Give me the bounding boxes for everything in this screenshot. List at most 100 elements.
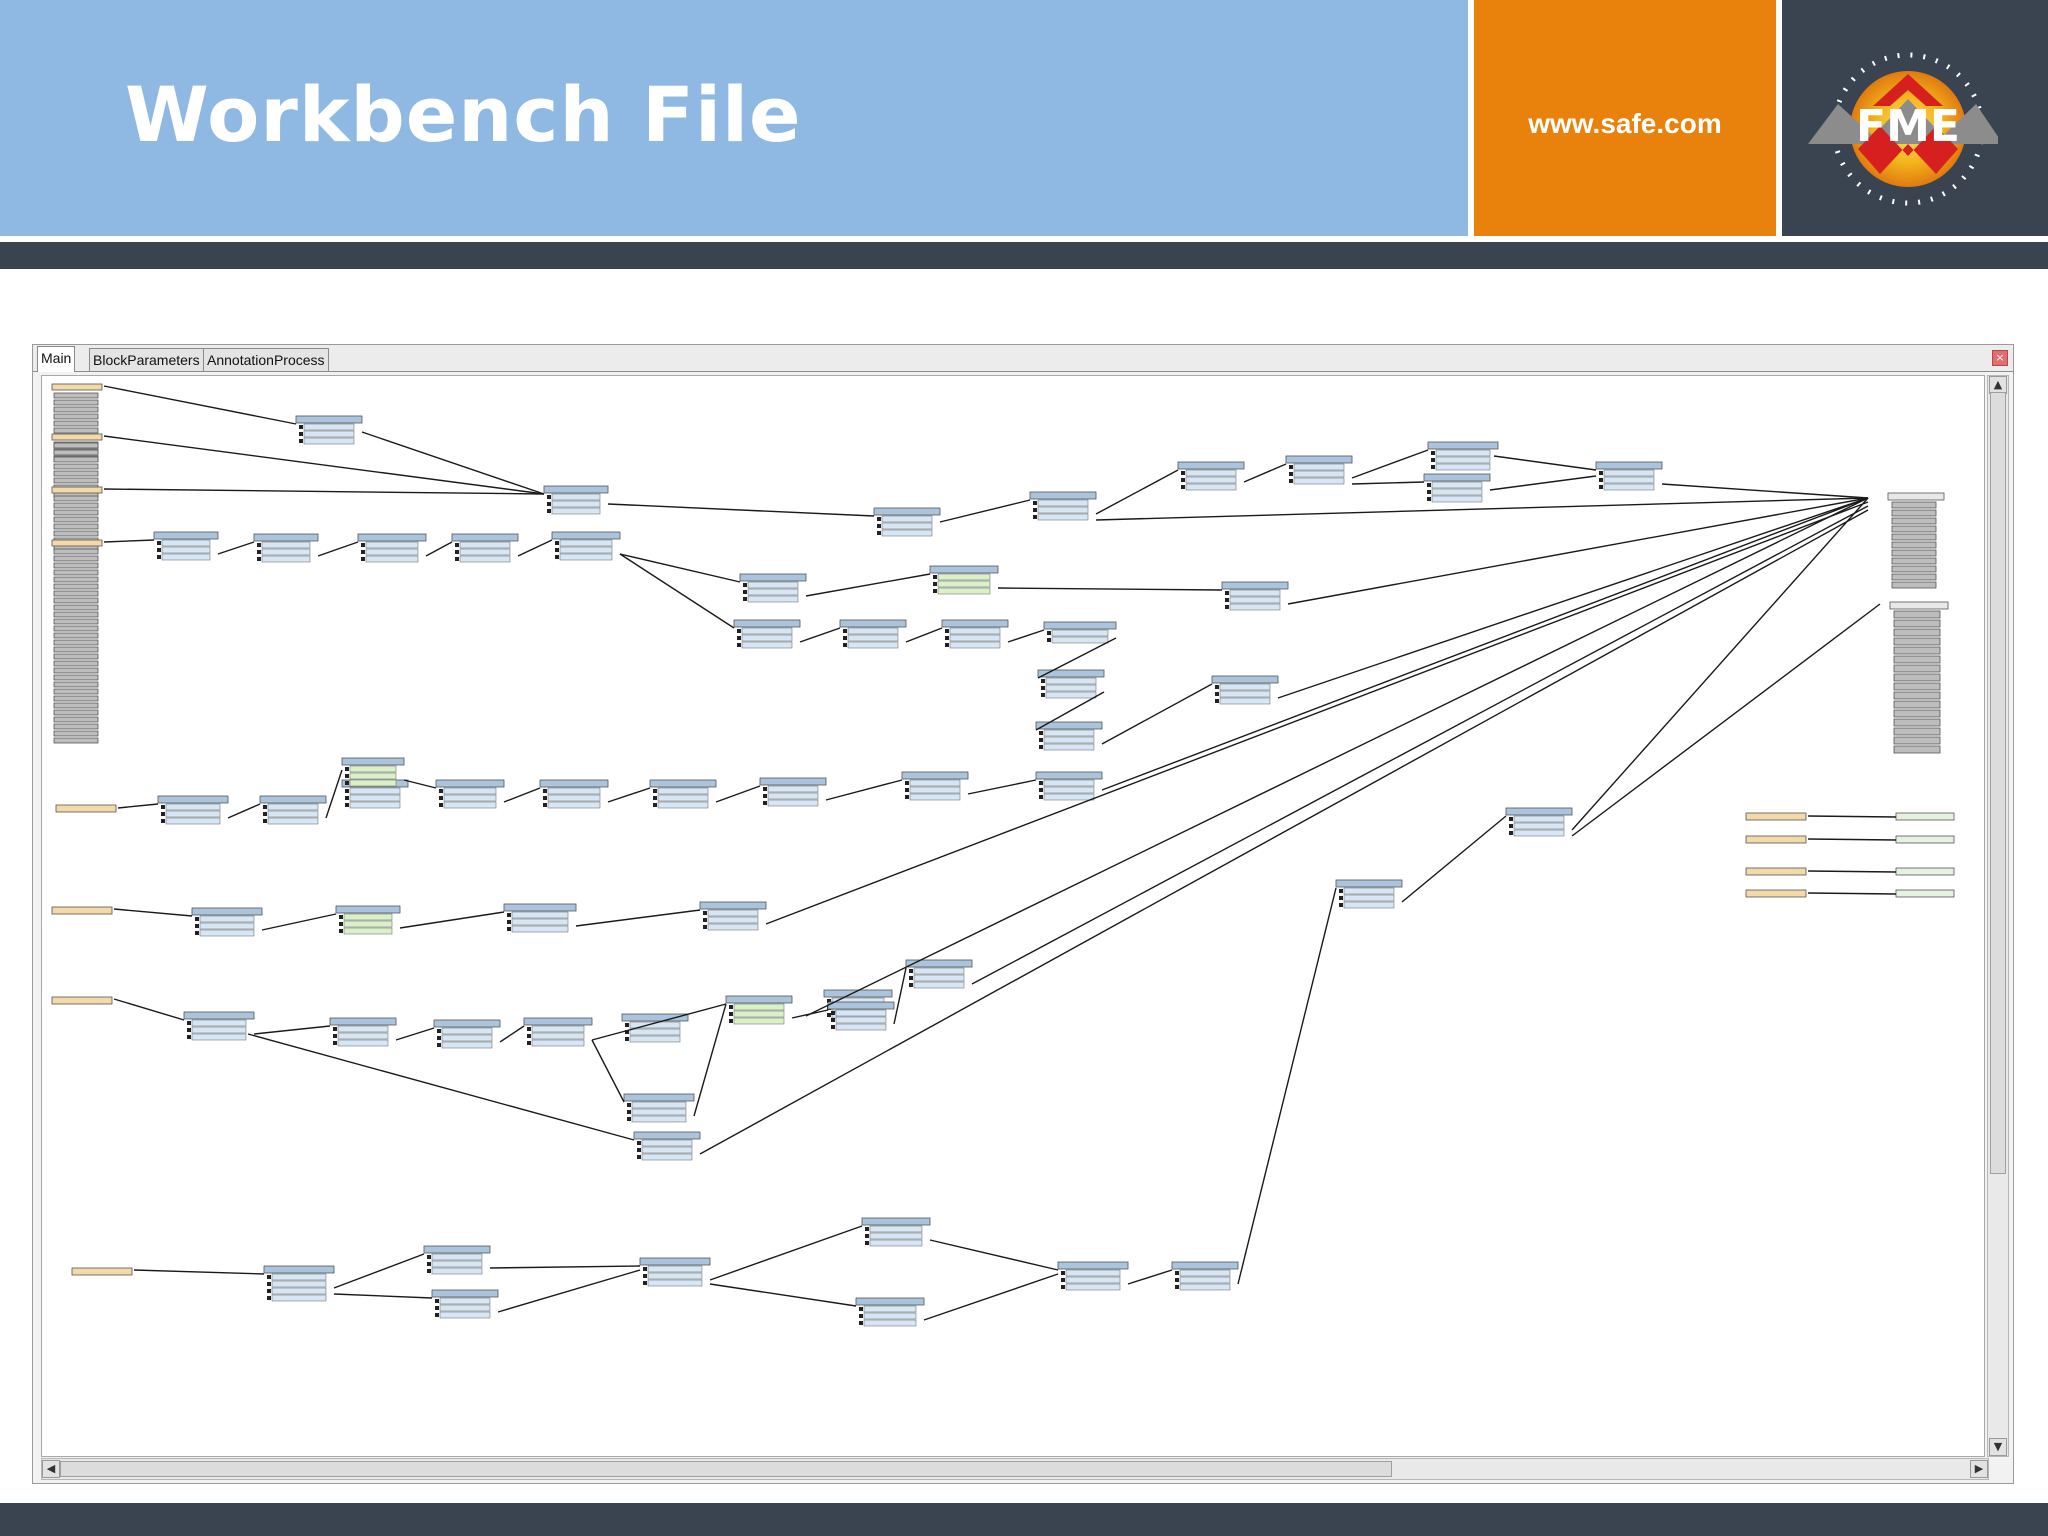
transformer-node[interactable] — [1211, 675, 1279, 705]
reader-attribute[interactable] — [53, 646, 99, 653]
reader-attribute[interactable] — [53, 653, 99, 660]
transformer-node[interactable] — [157, 795, 229, 825]
horizontal-scrollbar[interactable]: ◀ ▶ — [41, 1458, 1989, 1480]
reader-attribute[interactable] — [53, 611, 99, 618]
transformer-node[interactable] — [725, 995, 793, 1025]
transformer-node[interactable] — [639, 1257, 711, 1287]
scroll-down-icon[interactable]: ▼ — [1989, 1438, 2007, 1456]
reader-attribute[interactable] — [53, 413, 99, 420]
reader-attribute[interactable] — [53, 449, 99, 456]
transformer-node[interactable] — [1427, 441, 1499, 471]
reader-attribute[interactable] — [53, 516, 99, 523]
reader-attribute[interactable] — [53, 555, 99, 562]
transformer-node[interactable] — [431, 1289, 499, 1319]
transformer-node[interactable] — [1035, 721, 1103, 751]
writer-attribute[interactable] — [1893, 646, 1941, 655]
transformer-node[interactable] — [901, 771, 969, 801]
reader-attribute[interactable] — [53, 470, 99, 477]
reader-attribute[interactable] — [53, 639, 99, 646]
reader-attribute[interactable] — [53, 709, 99, 716]
reader-attribute[interactable] — [53, 688, 99, 695]
transformer-node[interactable] — [733, 619, 801, 649]
writer-attribute[interactable] — [1891, 549, 1937, 557]
writer-attribute[interactable] — [1893, 673, 1941, 682]
transformer-node[interactable] — [929, 565, 999, 595]
reader-attribute[interactable] — [53, 625, 99, 632]
writer-attribute[interactable] — [1891, 557, 1937, 565]
reader-attribute[interactable] — [53, 583, 99, 590]
transformer-node[interactable] — [183, 1011, 255, 1041]
reader-attribute[interactable] — [53, 456, 99, 463]
transformer-node[interactable] — [1057, 1261, 1129, 1291]
reader-attribute[interactable] — [53, 420, 99, 427]
transformer-node[interactable] — [1595, 461, 1663, 491]
reader-feature-type[interactable] — [51, 433, 103, 441]
transformer-node[interactable] — [295, 415, 363, 445]
transformer-node[interactable] — [503, 903, 577, 933]
reader-attribute[interactable] — [53, 674, 99, 681]
transformer-node[interactable] — [263, 1265, 335, 1302]
transformer-node[interactable] — [633, 1131, 701, 1161]
transformer-node[interactable] — [335, 905, 401, 935]
writer-feature-type[interactable] — [1889, 601, 1949, 610]
writer-attribute[interactable] — [1891, 517, 1937, 525]
reader-attribute[interactable] — [53, 406, 99, 413]
reader-attribute[interactable] — [53, 730, 99, 737]
reader-attribute[interactable] — [53, 597, 99, 604]
tab-main[interactable]: Main — [37, 346, 76, 372]
transformer-node[interactable] — [539, 779, 609, 809]
reader-attribute[interactable] — [53, 667, 99, 674]
writer-attribute[interactable] — [1893, 709, 1941, 718]
reader-feature-type[interactable] — [1745, 867, 1807, 876]
transformer-node[interactable] — [1423, 473, 1491, 503]
transformer-node[interactable] — [451, 533, 519, 563]
writer-attribute[interactable] — [1893, 691, 1941, 700]
transformer-node[interactable] — [153, 531, 219, 561]
transformer-node[interactable] — [435, 779, 505, 809]
reader-attribute[interactable] — [53, 604, 99, 611]
reader-feature-type[interactable] — [1745, 812, 1807, 821]
transformer-node[interactable] — [623, 1093, 695, 1123]
writer-attribute[interactable] — [1893, 727, 1941, 736]
transformer-node[interactable] — [1335, 879, 1403, 909]
reader-attribute[interactable] — [53, 660, 99, 667]
writer-feature-type[interactable] — [1895, 889, 1955, 898]
transformer-node[interactable] — [433, 1019, 501, 1049]
reader-attribute[interactable] — [53, 463, 99, 470]
vertical-scrollbar[interactable]: ▲ ▼ — [1987, 375, 2009, 1457]
reader-attribute[interactable] — [53, 392, 99, 399]
writer-attribute[interactable] — [1893, 628, 1941, 637]
writer-attribute[interactable] — [1893, 682, 1941, 691]
writer-attribute[interactable] — [1891, 533, 1937, 541]
reader-attribute[interactable] — [53, 716, 99, 723]
writer-attribute[interactable] — [1893, 637, 1941, 646]
scroll-right-icon[interactable]: ▶ — [1970, 1460, 1988, 1478]
tab-block-parameters[interactable]: BlockParameters — [89, 348, 204, 371]
transformer-node[interactable] — [855, 1297, 925, 1327]
writer-attribute[interactable] — [1893, 718, 1941, 727]
transformer-node[interactable] — [861, 1217, 931, 1247]
reader-attribute[interactable] — [53, 723, 99, 730]
transformer-node[interactable] — [1043, 621, 1117, 644]
reader-feature-type[interactable] — [1745, 889, 1807, 898]
transformer-node[interactable] — [873, 507, 941, 537]
reader-attribute[interactable] — [53, 399, 99, 406]
transformer-node[interactable] — [1285, 455, 1353, 485]
writer-attribute[interactable] — [1893, 664, 1941, 673]
reader-feature-type[interactable] — [51, 906, 113, 915]
transformer-node[interactable] — [253, 533, 319, 563]
writer-attribute[interactable] — [1891, 573, 1937, 581]
writer-attribute[interactable] — [1891, 541, 1937, 549]
writer-attribute[interactable] — [1891, 501, 1937, 509]
reader-attribute[interactable] — [53, 477, 99, 484]
reader-attribute[interactable] — [53, 442, 99, 449]
transformer-node[interactable] — [191, 907, 263, 937]
reader-attribute[interactable] — [53, 590, 99, 597]
transformer-node[interactable] — [699, 901, 767, 931]
transformer-node[interactable] — [1505, 807, 1573, 837]
transformer-node[interactable] — [827, 1001, 895, 1031]
writer-attribute[interactable] — [1893, 700, 1941, 709]
reader-attribute[interactable] — [53, 562, 99, 569]
reader-attribute[interactable] — [53, 548, 99, 555]
writer-feature-type[interactable] — [1895, 835, 1955, 844]
